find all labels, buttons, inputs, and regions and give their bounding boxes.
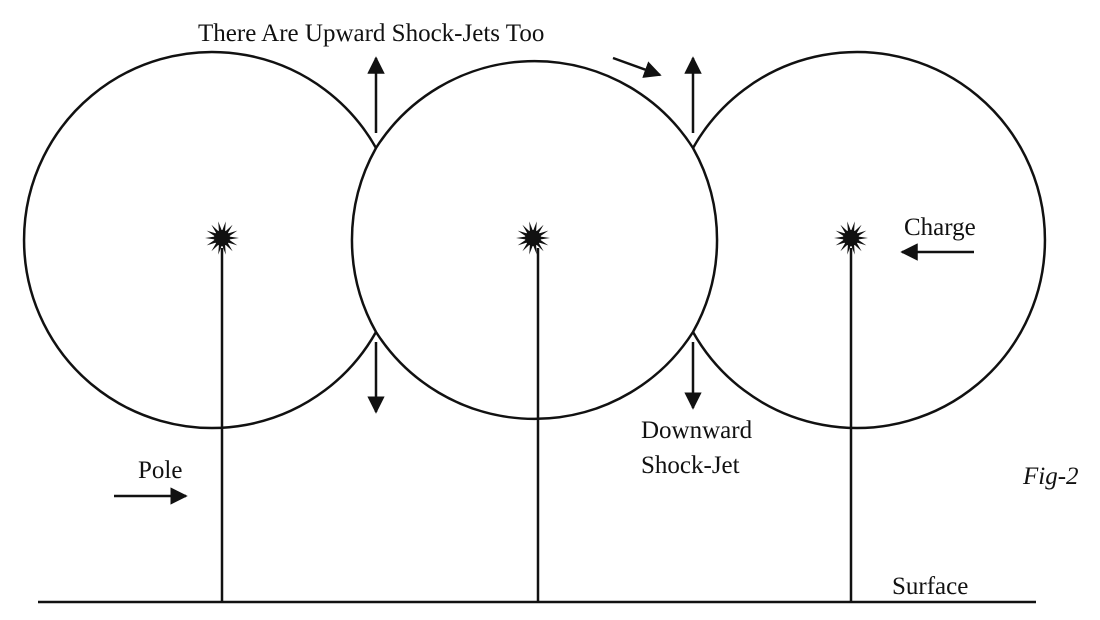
pole-label: Pole: [138, 457, 182, 484]
upward-jets-label: There Are Upward Shock-Jets Too: [198, 20, 544, 47]
downward-jet-label-line1: Downward: [641, 417, 753, 444]
right-sphere-arc: [691, 50, 1047, 430]
charge-burst-left: [205, 221, 239, 255]
charge-burst-right: [834, 221, 868, 255]
charge-burst-core: [214, 230, 230, 246]
charge-burst-core: [843, 230, 859, 246]
downward-jet-label-line2: Shock-Jet: [641, 452, 740, 479]
upward-label-pointer-arrow: [612, 56, 662, 78]
left-sphere-arc: [22, 50, 378, 430]
charge-label: Charge: [904, 214, 976, 241]
surface-label: Surface: [892, 573, 968, 600]
charge-burst-core: [525, 230, 541, 246]
figure-number: Fig-2: [1022, 463, 1079, 490]
charge-burst-center: [516, 221, 550, 255]
